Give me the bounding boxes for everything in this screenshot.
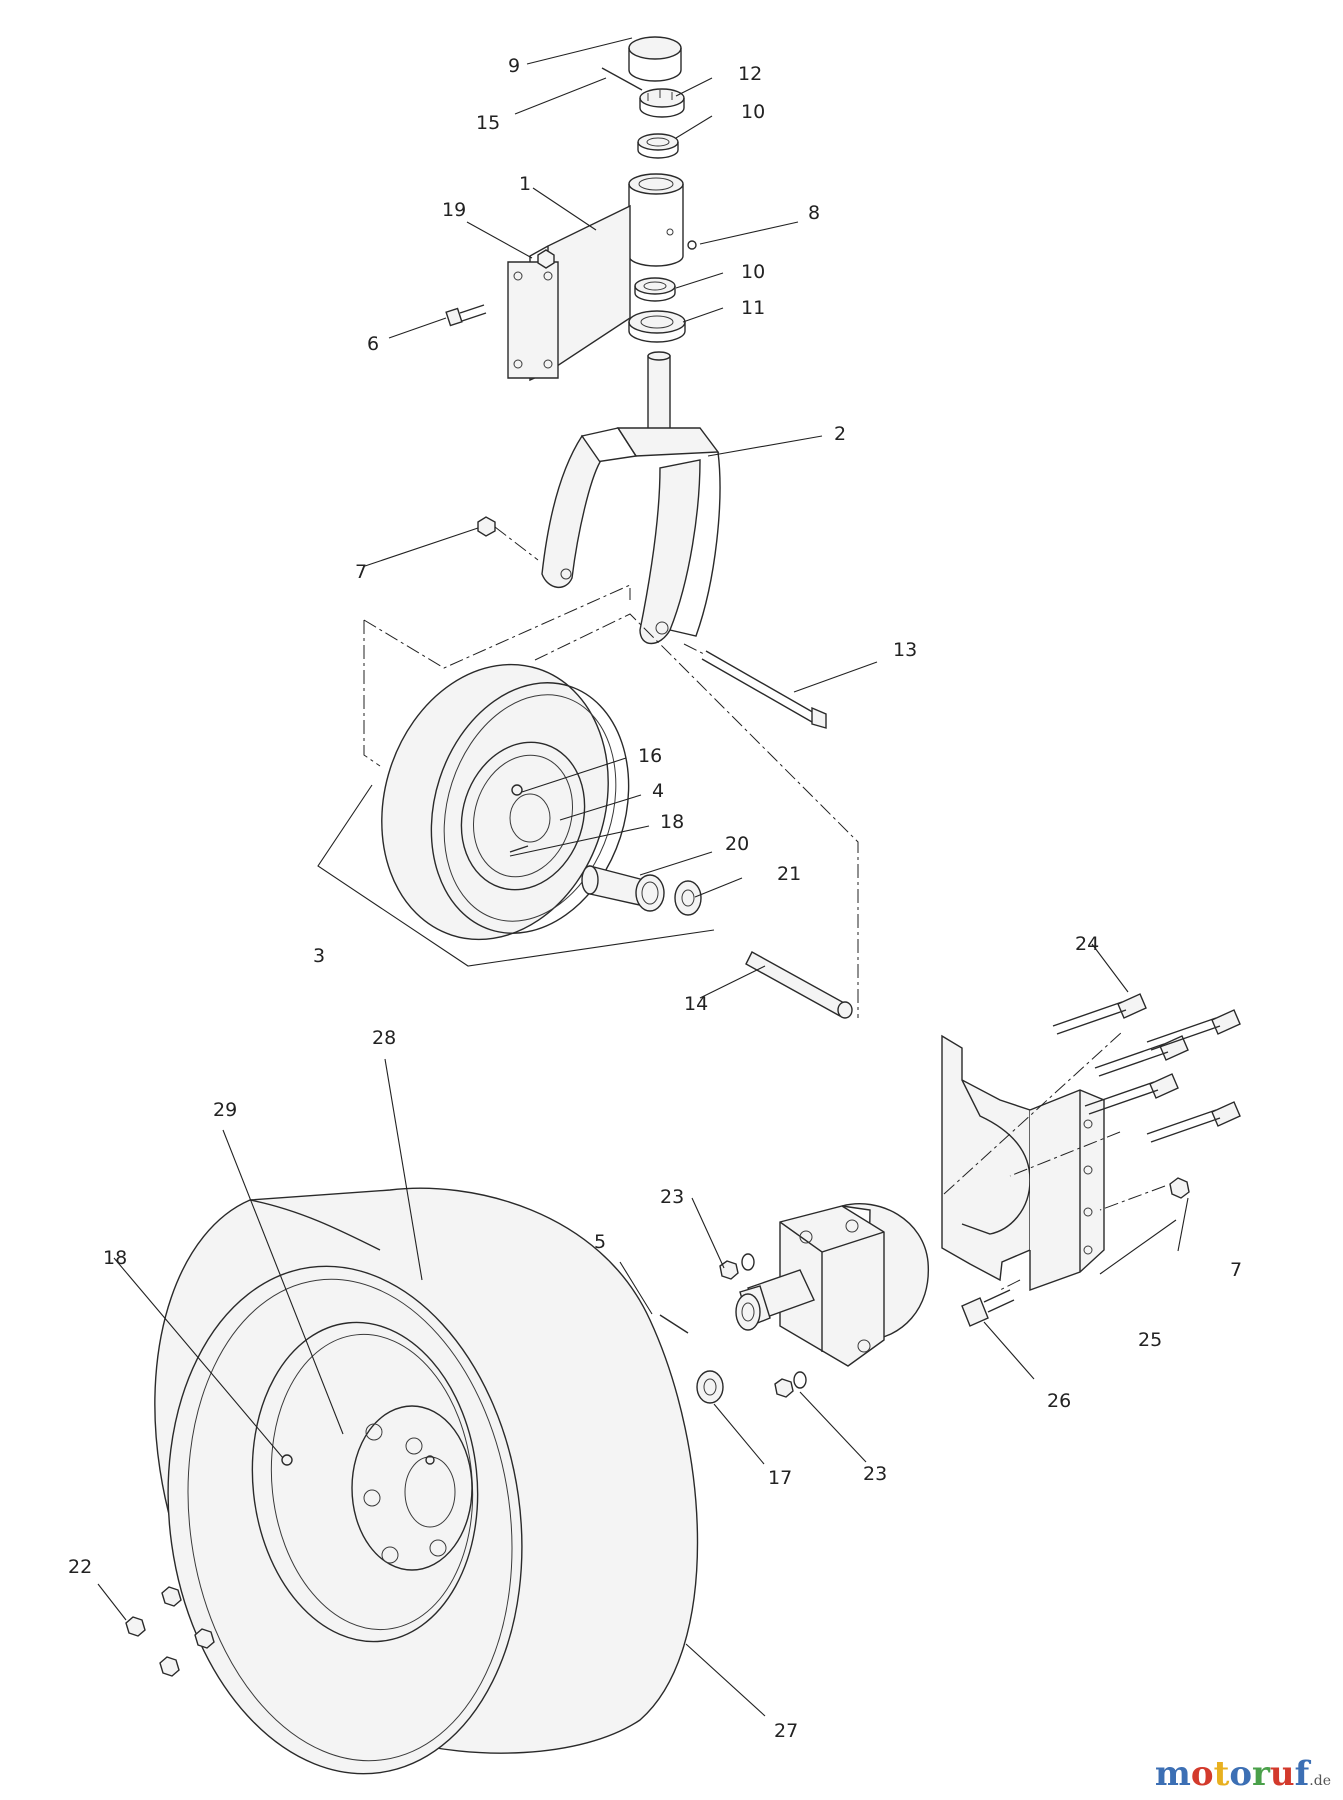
callout-18-caster: 18 xyxy=(660,811,684,833)
mount-bolts-part xyxy=(1052,993,1241,1143)
castle-nut-part xyxy=(639,88,685,118)
motor-nuts-part xyxy=(719,1253,807,1398)
axle-axis-line xyxy=(683,643,707,656)
callout-21: 21 xyxy=(777,863,801,885)
motoruf-watermark-logo: motoruf.de xyxy=(1155,1754,1331,1794)
wheel-motor-part xyxy=(735,1203,929,1367)
callout-16: 16 xyxy=(638,745,662,767)
mount-nut-part xyxy=(1169,1177,1190,1199)
callout-15: 15 xyxy=(476,112,500,134)
callout-14: 14 xyxy=(684,993,708,1015)
mount-axis-lines xyxy=(943,1031,1166,1291)
watermark-letter: o xyxy=(1190,1754,1214,1794)
fork-nut-part xyxy=(477,516,496,537)
callout-23-upper: 23 xyxy=(660,1186,684,1208)
callout-29: 29 xyxy=(213,1099,237,1121)
callout-2: 2 xyxy=(834,423,846,445)
axle-sleeve-part xyxy=(745,951,853,1019)
callout-11: 11 xyxy=(741,297,765,319)
caster-bracket-part xyxy=(507,173,684,382)
callout-25: 25 xyxy=(1138,1329,1162,1351)
wheel-bushing-part xyxy=(674,880,702,916)
wheel-spacer-part xyxy=(581,865,665,912)
motor-mount-part xyxy=(941,1034,1105,1291)
watermark-letter: f xyxy=(1294,1754,1310,1794)
bearing-race-lower-part xyxy=(634,277,676,302)
bearing-part xyxy=(628,310,686,343)
callout-9: 9 xyxy=(508,55,520,77)
wheel-bracket-leader xyxy=(317,784,715,967)
callout-3: 3 xyxy=(313,945,325,967)
callout-6: 6 xyxy=(367,333,379,355)
callout-7-upper: 7 xyxy=(355,561,367,583)
callout-28: 28 xyxy=(372,1027,396,1049)
callout-8: 8 xyxy=(808,202,820,224)
callout-26: 26 xyxy=(1047,1390,1071,1412)
callout-12: 12 xyxy=(738,63,762,85)
callout-22: 22 xyxy=(68,1556,92,1578)
callout-27: 27 xyxy=(774,1720,798,1742)
axle-bolt-part xyxy=(701,650,827,729)
watermark-letter: u xyxy=(1269,1754,1295,1794)
drive-rim-part xyxy=(251,1321,479,1643)
plate-bolt-part xyxy=(445,304,487,327)
callout-7-lower: 7 xyxy=(1230,1259,1242,1281)
callout-10-lower: 10 xyxy=(741,261,765,283)
caster-fork-part xyxy=(541,351,721,645)
drive-cotter-pin-part xyxy=(659,1314,689,1334)
callout-labels: 9 15 12 10 1 19 8 10 11 6 2 7 13 16 4 18… xyxy=(68,55,1242,1742)
callout-20: 20 xyxy=(725,833,749,855)
watermark-letter: o xyxy=(1229,1754,1252,1794)
nut-axis-line xyxy=(494,526,539,561)
watermark-tld: .de xyxy=(1309,1773,1331,1789)
callout-13: 13 xyxy=(893,639,917,661)
watermark-letter: m xyxy=(1154,1754,1191,1794)
grease-fitting-part xyxy=(687,240,697,250)
caster-wheel-part xyxy=(381,663,630,941)
dust-cap-part xyxy=(628,36,682,82)
bearing-race-upper-part xyxy=(637,133,679,159)
callout-1: 1 xyxy=(519,173,531,195)
callout-17: 17 xyxy=(768,1467,792,1489)
watermark-letter: r xyxy=(1252,1754,1270,1794)
lug-nuts-part xyxy=(125,1586,215,1677)
leader-lines xyxy=(97,37,1189,1717)
drive-washer-part xyxy=(696,1370,724,1404)
callout-23-lower: 23 xyxy=(863,1463,887,1485)
callout-19: 19 xyxy=(442,199,466,221)
callout-5: 5 xyxy=(594,1231,606,1253)
plate-nut-part xyxy=(537,249,555,269)
callout-24: 24 xyxy=(1075,933,1099,955)
motor-bolt-part xyxy=(961,1289,1015,1327)
callout-18-drive: 18 xyxy=(103,1247,127,1269)
cotter-pin-part xyxy=(601,67,643,91)
watermark-letter: t xyxy=(1213,1754,1230,1794)
callout-4: 4 xyxy=(652,780,664,802)
callout-10-upper: 10 xyxy=(741,101,765,123)
explode-frame xyxy=(363,584,859,1018)
